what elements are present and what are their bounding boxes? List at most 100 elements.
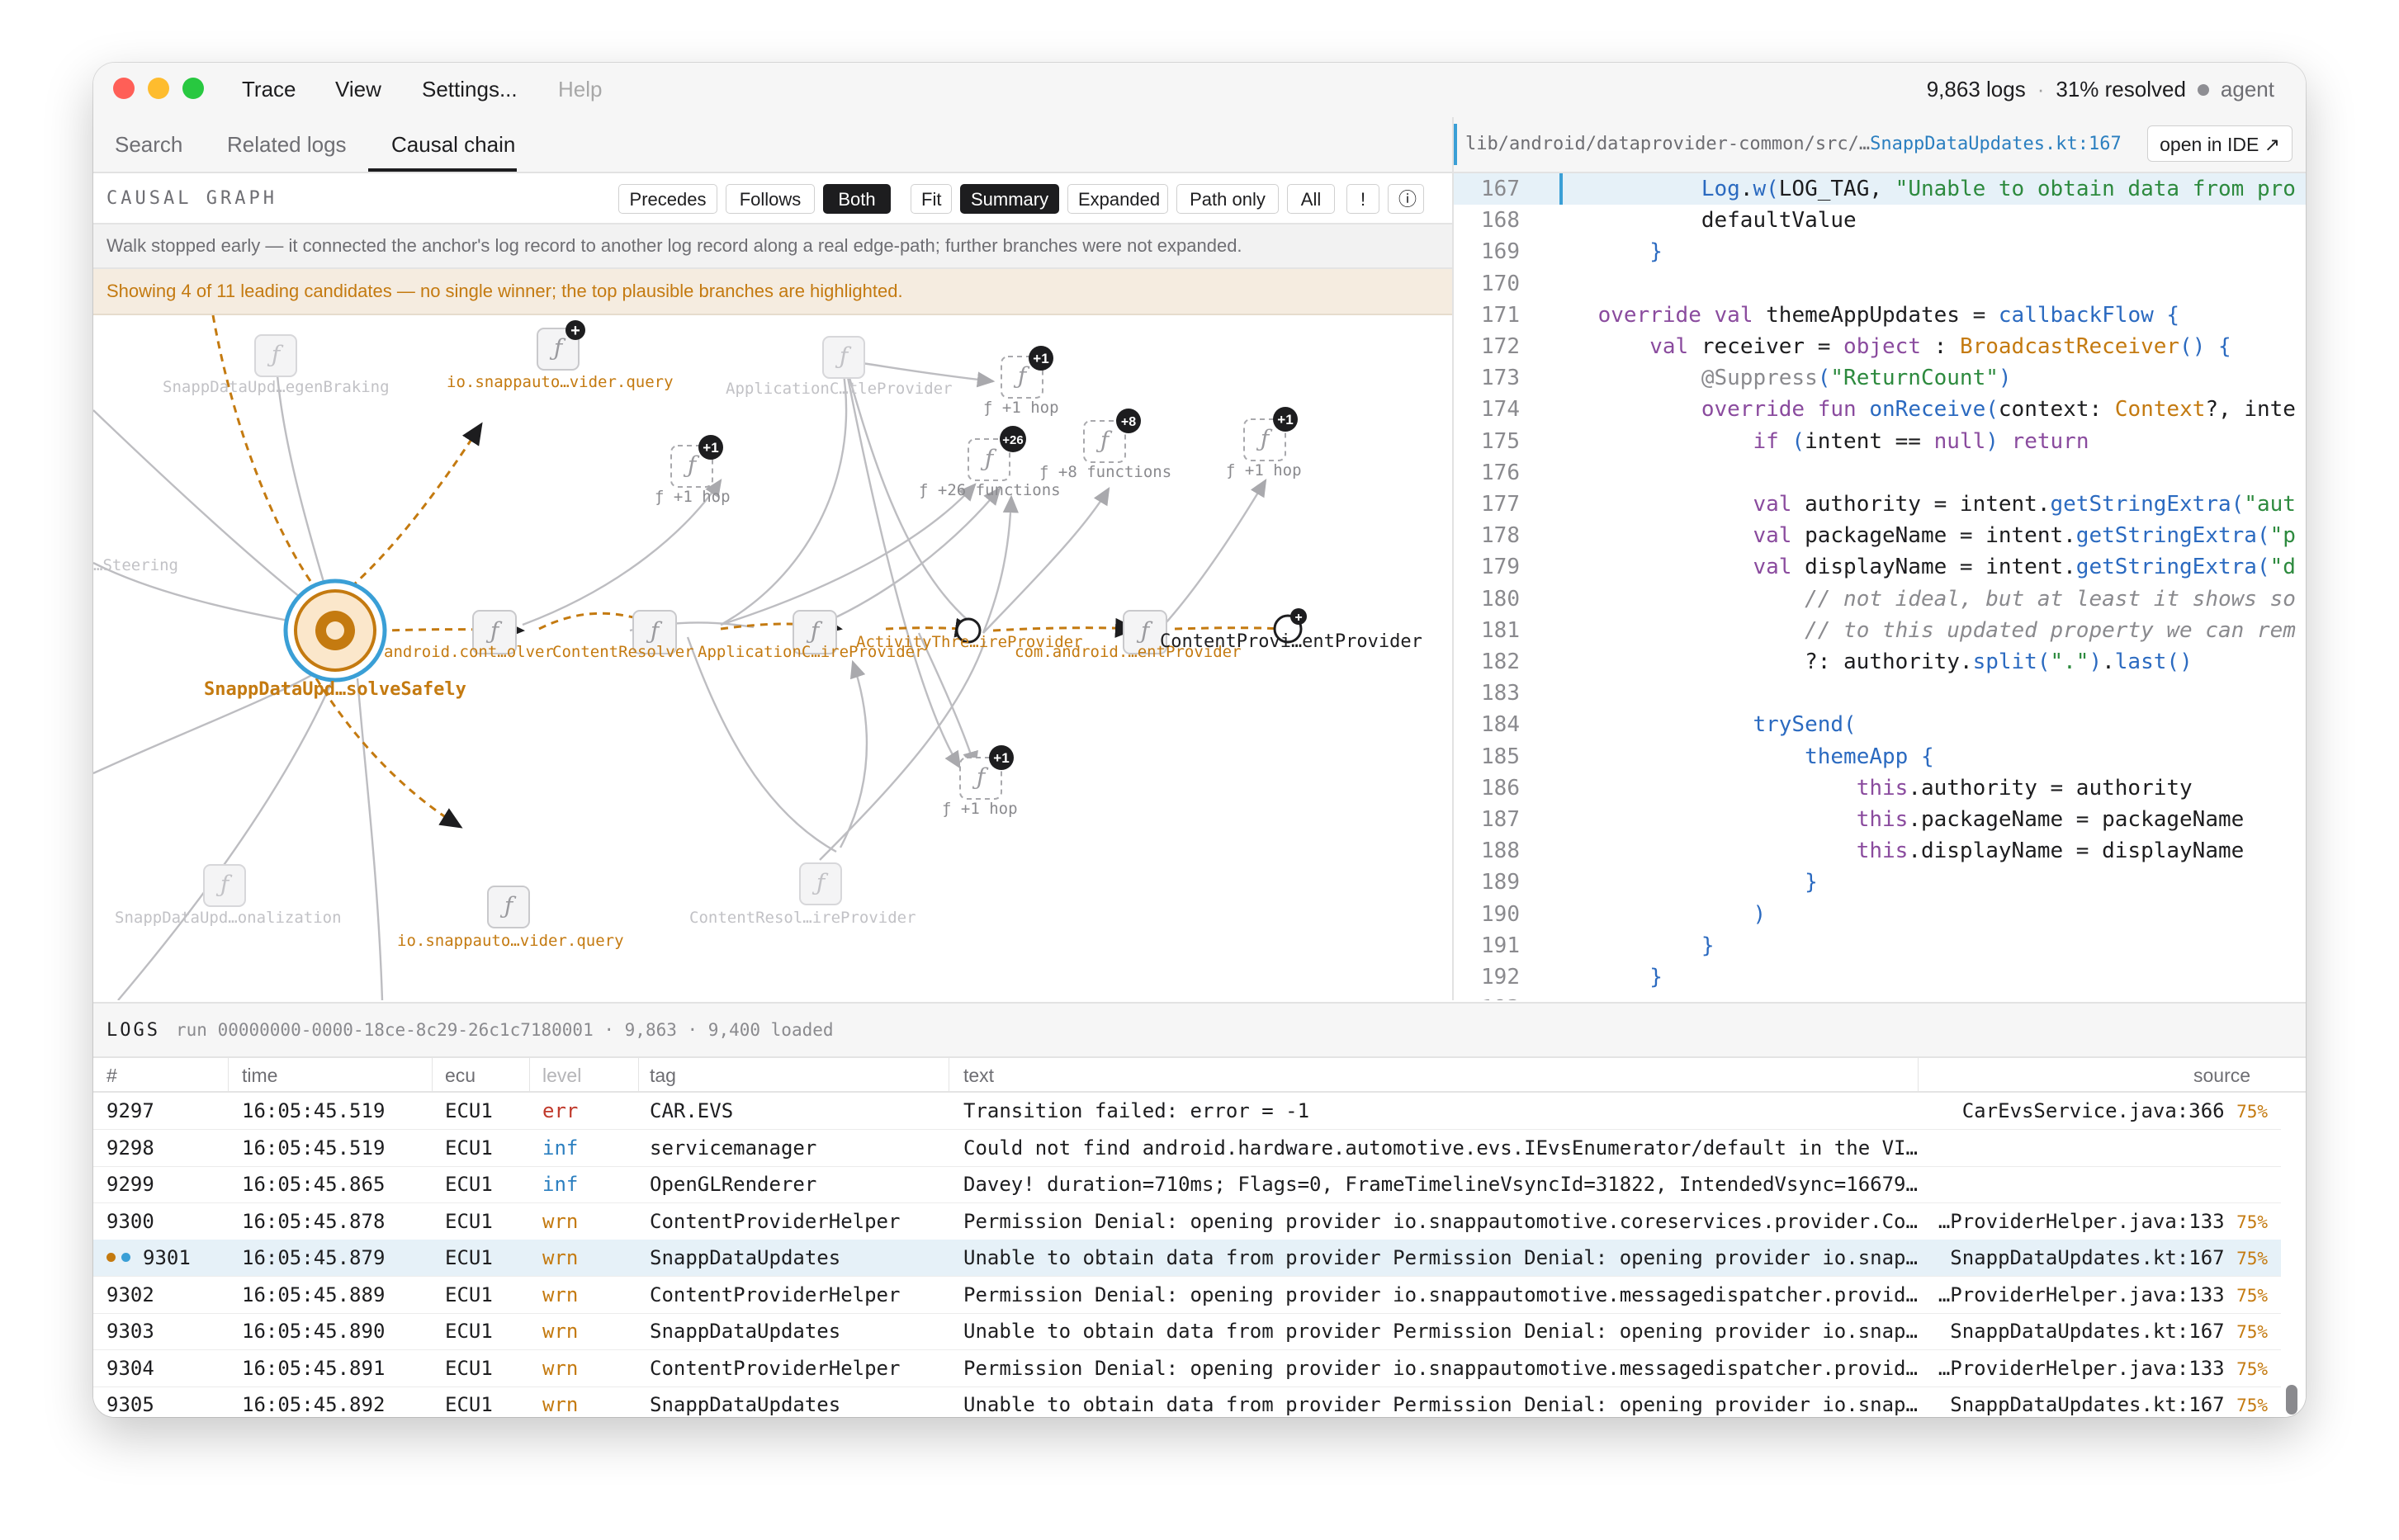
- log-source[interactable]: CarEvsService.java:366 75%: [1962, 1093, 2268, 1130]
- log-source-file[interactable]: SnappDataUpdates.kt:167: [1950, 1320, 2237, 1343]
- log-source-file[interactable]: …ProviderHelper.java:133: [1938, 1283, 2237, 1306]
- node-content-resolver[interactable]: ƒ: [632, 610, 677, 654]
- code-line[interactable]: 186 this.authority = authority: [1454, 772, 2306, 804]
- menu-view[interactable]: View: [335, 77, 381, 102]
- causal-graph-canvas[interactable]: ƒ ƒ + ƒ ƒ: [93, 315, 1452, 1000]
- fit-button[interactable]: Fit: [911, 184, 952, 214]
- code-line[interactable]: 177 val authority = intent.getStringExtr…: [1454, 489, 2306, 520]
- collapsed-node-8[interactable]: ƒ +8 ƒ +8 functions: [1039, 409, 1171, 481]
- log-source[interactable]: SnappDataUpdates.kt:167 75%: [1950, 1240, 2268, 1277]
- code-line[interactable]: 172 val receiver = object : BroadcastRec…: [1454, 331, 2306, 362]
- causal-graph-svg[interactable]: ƒ ƒ + ƒ ƒ: [93, 315, 1452, 1000]
- node-app-ire[interactable]: ƒ: [793, 610, 837, 654]
- code-line[interactable]: 188 this.displayName = displayName: [1454, 835, 2306, 867]
- function-nodes[interactable]: ƒ ƒ + ƒ ƒ: [203, 320, 1307, 928]
- code-line[interactable]: 178 val packageName = intent.getStringEx…: [1454, 520, 2306, 551]
- expanded-button[interactable]: Expanded: [1067, 184, 1168, 214]
- code-line[interactable]: 185 themeApp {: [1454, 741, 2306, 772]
- count-badge[interactable]: [1000, 426, 1026, 452]
- close-window-button[interactable]: [113, 78, 135, 99]
- code-line[interactable]: 173 @Suppress("ReturnCount"): [1454, 362, 2306, 394]
- menu-settings[interactable]: Settings...: [422, 77, 518, 102]
- code-line[interactable]: 190 ): [1454, 899, 2306, 930]
- code-line[interactable]: 170: [1454, 268, 2306, 300]
- col-time[interactable]: time: [242, 1065, 278, 1086]
- logs-scrollbar[interactable]: [2284, 1119, 2299, 1415]
- code-line[interactable]: 175 if (intent == null) return: [1454, 426, 2306, 457]
- all-button[interactable]: All: [1287, 184, 1335, 214]
- log-source[interactable]: …ProviderHelper.java:133 75%: [1938, 1203, 2268, 1240]
- node-normalization[interactable]: ƒ: [203, 864, 246, 907]
- agent-label[interactable]: agent: [2220, 77, 2274, 102]
- tab-related-logs[interactable]: Related logs: [227, 132, 347, 157]
- warnings-button[interactable]: !: [1346, 184, 1379, 214]
- code-line[interactable]: 183: [1454, 678, 2306, 709]
- col-source[interactable]: source: [2193, 1065, 2251, 1086]
- col-level[interactable]: level: [542, 1065, 582, 1086]
- code-line[interactable]: 192 }: [1454, 961, 2306, 993]
- menu-help[interactable]: Help: [558, 77, 603, 102]
- code-line[interactable]: 189 }: [1454, 867, 2306, 898]
- count-badge[interactable]: [698, 435, 723, 460]
- summary-button[interactable]: Summary: [960, 184, 1059, 214]
- info-button[interactable]: ⓘ: [1388, 184, 1424, 214]
- log-source[interactable]: …ProviderHelper.java:133 75%: [1938, 1277, 2268, 1314]
- anchor-node[interactable]: [283, 579, 387, 683]
- code-line[interactable]: 180 // not ideal, but at least it shows …: [1454, 583, 2306, 615]
- code-line[interactable]: 182 ?: authority.split(".").last(): [1454, 646, 2306, 678]
- col-id[interactable]: #: [106, 1065, 117, 1086]
- expand-badge-icon[interactable]: [565, 320, 585, 340]
- zoom-window-button[interactable]: [182, 78, 204, 99]
- both-button[interactable]: Both: [823, 184, 891, 214]
- tab-search[interactable]: Search: [115, 132, 183, 157]
- open-in-ide-button[interactable]: open in IDE ↗: [2147, 125, 2293, 162]
- log-source-file[interactable]: SnappDataUpdates.kt:167: [1950, 1393, 2237, 1416]
- code-viewer[interactable]: 167 Log.w(LOG_TAG, "Unable to obtain dat…: [1454, 173, 2306, 1000]
- node-com-android[interactable]: ƒ: [1123, 610, 1167, 654]
- count-badge[interactable]: [989, 745, 1014, 770]
- code-line[interactable]: 176: [1454, 457, 2306, 489]
- log-source-file[interactable]: …ProviderHelper.java:133: [1938, 1356, 2237, 1380]
- follows-button[interactable]: Follows: [726, 184, 815, 214]
- menu-trace[interactable]: Trace: [242, 77, 296, 102]
- log-source[interactable]: SnappDataUpdates.kt:167 75%: [1950, 1313, 2268, 1350]
- node-content-provider[interactable]: +: [1273, 608, 1307, 644]
- log-source-file[interactable]: CarEvsService.java:366: [1961, 1099, 2237, 1122]
- tab-causal-chain[interactable]: Causal chain: [391, 132, 516, 157]
- code-line[interactable]: 193: [1454, 993, 2306, 1000]
- node-braking[interactable]: ƒ: [254, 334, 297, 377]
- collapsed-nodes[interactable]: ƒ +1 ƒ +1 hop ƒ +1 ƒ +1 hop ƒ: [655, 346, 1302, 818]
- code-line[interactable]: 181 // to this updated property we can r…: [1454, 615, 2306, 646]
- log-source-file[interactable]: SnappDataUpdates.kt:167: [1950, 1246, 2237, 1269]
- path-only-button[interactable]: Path only: [1176, 184, 1279, 214]
- code-line[interactable]: 167 Log.w(LOG_TAG, "Unable to obtain dat…: [1454, 173, 2306, 205]
- log-source[interactable]: …ProviderHelper.java:133 75%: [1938, 1350, 2268, 1387]
- code-line[interactable]: 179 val displayName = intent.getStringEx…: [1454, 551, 2306, 583]
- code-line[interactable]: 187 this.packageName = packageName: [1454, 804, 2306, 835]
- col-tag[interactable]: tag: [650, 1065, 676, 1086]
- collapsed-node-hop-c[interactable]: ƒ +1 ƒ +1 hop: [1226, 407, 1302, 479]
- code-line[interactable]: 168 defaultValue: [1454, 205, 2306, 236]
- code-line[interactable]: 171 override val themeAppUpdates = callb…: [1454, 300, 2306, 331]
- col-text[interactable]: text: [963, 1065, 995, 1086]
- code-line[interactable]: 184 trySend(: [1454, 709, 2306, 740]
- collapsed-node-hop-a[interactable]: ƒ +1 ƒ +1 hop: [983, 346, 1059, 417]
- count-badge[interactable]: [1116, 409, 1141, 433]
- collapsed-node-hop-b[interactable]: ƒ +1 ƒ +1 hop: [655, 435, 731, 506]
- code-line[interactable]: 174 override fun onReceive(context: Cont…: [1454, 394, 2306, 425]
- node-cont-provider[interactable]: ƒ: [472, 610, 517, 654]
- file-path-name[interactable]: SnappDataUpdates.kt:167: [1870, 134, 2122, 154]
- expand-badge-icon[interactable]: [1290, 608, 1307, 625]
- node-query-bottom[interactable]: ƒ: [487, 886, 530, 928]
- count-badge[interactable]: [1029, 346, 1053, 371]
- log-source-file[interactable]: …ProviderHelper.java:133: [1938, 1209, 2237, 1233]
